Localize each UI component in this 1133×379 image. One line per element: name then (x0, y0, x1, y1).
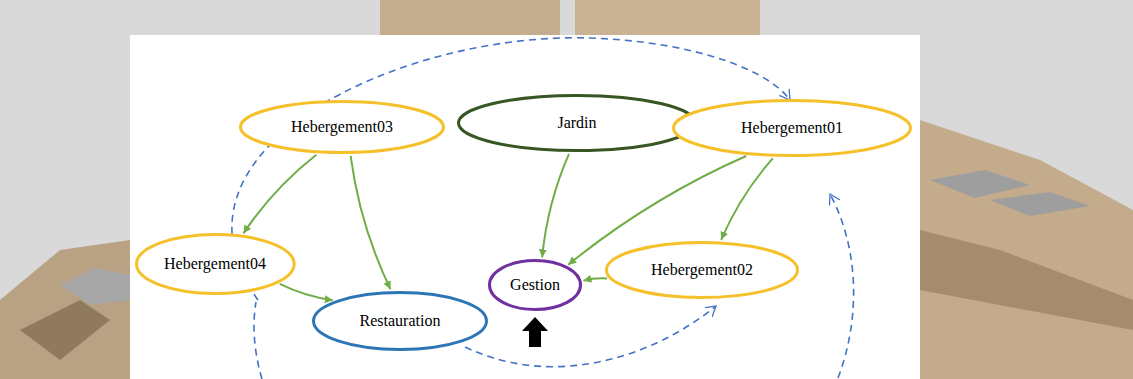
flow-arrow (243, 155, 316, 234)
ellipse-node: Hebergement02 (605, 241, 799, 299)
model-roof (930, 170, 1030, 198)
flow-arrow (280, 284, 333, 300)
flow-arrow (721, 158, 773, 239)
model-terrain (380, 0, 560, 35)
ellipse-node: Restauration (312, 291, 488, 351)
flow-arrow (351, 156, 391, 289)
ellipse-shape (607, 243, 798, 298)
model-contour (920, 230, 1133, 330)
ellipse-node: Hebergement01 (672, 99, 912, 157)
node-label: Restauration (360, 311, 441, 330)
model-terrain (575, 0, 760, 35)
flow-arrow (583, 278, 607, 280)
entrance-arrow (522, 317, 548, 347)
circulation-path (465, 306, 716, 367)
ellipse-shape (241, 102, 444, 153)
circulation-path (254, 302, 262, 379)
flow-arrow (542, 154, 569, 257)
ellipse-node: Gestion (488, 259, 582, 311)
ellipse-shape (136, 235, 294, 294)
node-label: Hebergement03 (291, 117, 393, 136)
model-shadow (20, 300, 110, 360)
node-label: Hebergement01 (741, 118, 843, 137)
diagram-panel (130, 35, 920, 379)
node-label: Hebergement04 (164, 254, 266, 273)
node-label: Jardin (557, 113, 596, 132)
ellipse-node: Jardin (457, 94, 697, 152)
ellipse-shape (490, 261, 581, 310)
circulation-path (830, 194, 854, 378)
model-terrain (920, 120, 1133, 379)
model-roof (60, 268, 130, 305)
ellipse-shape (459, 96, 696, 151)
node-label: Hebergement02 (651, 260, 753, 279)
ellipse-shape (674, 101, 911, 156)
ellipse-node: Hebergement03 (239, 100, 445, 154)
model-roof (990, 192, 1090, 216)
node-label: Gestion (510, 275, 560, 294)
ellipse-shape (314, 293, 487, 350)
model-terrain (0, 240, 130, 379)
ellipse-node: Hebergement04 (135, 233, 296, 295)
